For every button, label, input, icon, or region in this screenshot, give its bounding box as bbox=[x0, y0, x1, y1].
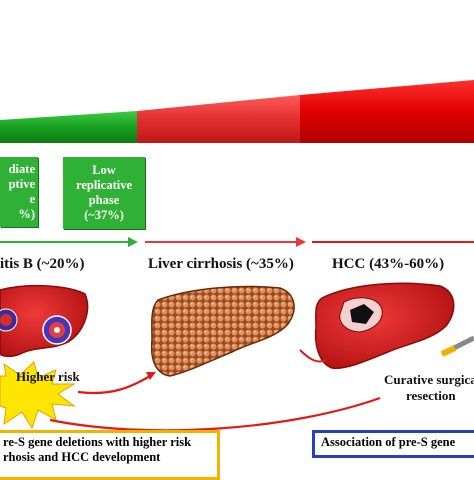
phase-intermediate-box: diate ptive e %) bbox=[0, 157, 38, 227]
stage-hcc-label: HCC (43%-60%) bbox=[332, 256, 445, 272]
liver-hcc-icon bbox=[314, 282, 455, 369]
higher-risk-label: Higher risk bbox=[16, 369, 80, 384]
curve-arrow-to-cirrhosis-head bbox=[146, 372, 156, 380]
phase-intermediate-line3: e bbox=[29, 192, 35, 206]
wedge-red-segment bbox=[300, 80, 474, 143]
phase-low-line3: phase bbox=[88, 193, 120, 207]
resection-label-line2: resection bbox=[406, 388, 456, 403]
stage-arrows bbox=[0, 237, 474, 247]
liver-cirrhosis-icon bbox=[150, 285, 295, 377]
stage-cirrhosis-label: Liver cirrhosis (~35%) bbox=[148, 256, 294, 272]
arrow-green-head bbox=[128, 237, 138, 247]
note-left-line2: rhosis and HCC development bbox=[3, 450, 161, 464]
phase-low-line4: (~37%) bbox=[84, 208, 124, 222]
progression-wedge bbox=[0, 80, 474, 143]
stage-hepatitis-label: itis B (~20%) bbox=[0, 256, 85, 272]
liver-hepatitis-icon bbox=[0, 284, 89, 358]
curve-arrow-to-cirrhosis bbox=[77, 375, 151, 395]
phase-low-line2: replicative bbox=[76, 178, 132, 192]
curve-arrow-to-hcc bbox=[49, 396, 381, 432]
wedge-pink-segment bbox=[137, 95, 300, 143]
arrow-pink-head bbox=[296, 237, 306, 247]
note-right-line1: Association of pre-S gene bbox=[321, 435, 456, 449]
phase-low-box: Low replicative phase (~37%) bbox=[63, 157, 145, 229]
note-left-line1: re-S gene deletions with higher risk bbox=[3, 435, 192, 449]
curve-arrow-cirrhosis-hcc bbox=[299, 349, 327, 363]
note-left-box: re-S gene deletions with higher risk rho… bbox=[0, 430, 220, 480]
higher-risk-starburst bbox=[0, 361, 76, 430]
illustrations bbox=[0, 282, 474, 432]
wedge-green-segment bbox=[0, 111, 137, 143]
phase-intermediate-line2: ptive bbox=[8, 177, 35, 191]
phase-intermediate-line1: diate bbox=[8, 162, 35, 176]
phase-low-line1: Low bbox=[92, 163, 116, 177]
phase-intermediate-line4: %) bbox=[18, 207, 35, 221]
note-right-box: Association of pre-S gene bbox=[312, 430, 474, 458]
scalpel-icon bbox=[440, 335, 474, 357]
resection-label-line1: Curative surgica bbox=[384, 372, 474, 387]
